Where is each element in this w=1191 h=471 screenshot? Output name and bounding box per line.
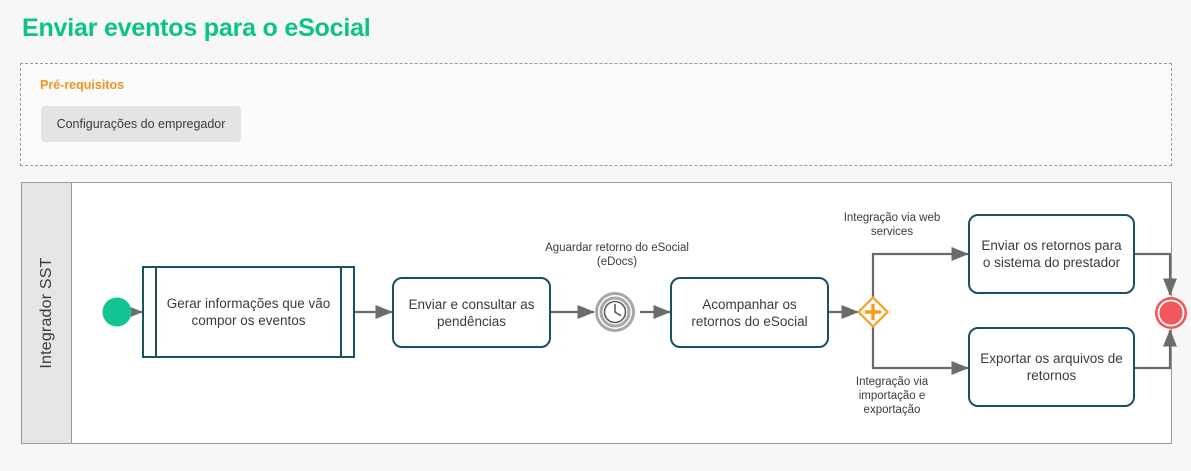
node-label: Acompanhar os retornos do eSocial <box>691 296 808 329</box>
diagram-pool: Integrador SST <box>21 182 1187 444</box>
node-acompanhar-retornos[interactable]: Acompanhar os retornos do eSocial <box>670 277 829 348</box>
edge-label-branch-top: Integração via web services <box>843 212 941 238</box>
node-label: Enviar os retornos para o sistema do pre… <box>981 238 1122 270</box>
prerequisite-item-label: Configurações do empregador <box>56 116 226 131</box>
connector-gateway-to-t5 <box>871 327 969 376</box>
timer-event[interactable] <box>594 291 638 335</box>
timer-event-label: Aguardar retorno do eSocial (eDocs) <box>545 242 689 268</box>
node-gerar-informacoes[interactable]: Gerar informações que vão compor os even… <box>142 266 355 358</box>
lane-label: Integrador SST <box>37 257 55 369</box>
parallel-gateway[interactable] <box>856 295 891 330</box>
node-label: Exportar os arquivos de retornos <box>980 351 1123 383</box>
connector-t4-to-end <box>1135 252 1178 296</box>
lane-header: Integrador SST <box>22 183 72 443</box>
node-enviar-retornos-prestador[interactable]: Enviar os retornos para o sistema do pre… <box>968 214 1135 294</box>
edge-label-branch-bottom: Integração via importação e exportação <box>855 376 929 416</box>
page-title: Enviar eventos para o eSocial <box>22 14 371 42</box>
start-event[interactable] <box>100 295 134 329</box>
node-exportar-arquivos-retornos[interactable]: Exportar os arquivos de retornos <box>968 327 1135 407</box>
flow-connectors <box>125 246 1178 376</box>
prerequisite-item-configuracoes-do-empregador[interactable]: Configurações do empregador <box>41 106 241 142</box>
diagram-canvas: Gerar informações que vão compor os even… <box>72 183 1187 443</box>
prerequisites-panel: Pré-requisitos Configurações do empregad… <box>20 63 1172 166</box>
end-event[interactable] <box>1153 295 1189 331</box>
connector-gateway-to-t4 <box>871 246 969 297</box>
node-label: Gerar informações que vão compor os even… <box>166 296 331 328</box>
node-enviar-consultar-pendencias[interactable]: Enviar e consultar as pendências <box>392 277 551 348</box>
node-label: Enviar e consultar as pendências <box>408 296 535 329</box>
connector-t5-to-end <box>1135 329 1178 370</box>
prerequisites-heading: Pré-requisitos <box>40 78 125 92</box>
